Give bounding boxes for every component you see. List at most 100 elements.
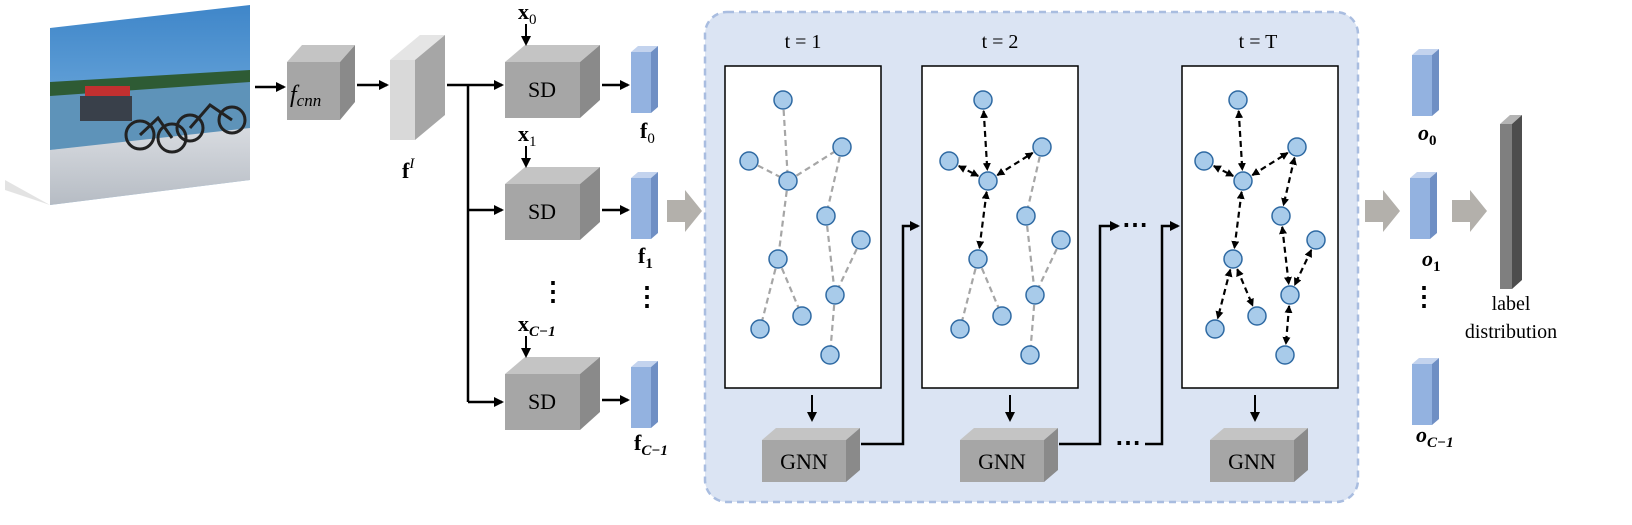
output-oc-main: o [1416,422,1427,447]
graph-edge-directed [1236,268,1254,307]
svg-text:fC−1: fC−1 [634,430,668,459]
feature-fc-sub: C−1 [641,443,668,459]
svg-text:f1: f1 [638,243,653,272]
graph-frame-tT [1181,65,1339,389]
big-arrow-into-gnn-panel [667,190,702,232]
timestep-label-2: t = 2 [982,31,1019,53]
graph-edge-undirected [787,146,843,182]
graph-edge-directed [957,165,980,177]
input-photo [5,5,250,205]
svg-text:oC−1: oC−1 [1416,422,1454,451]
graph-node [968,249,988,269]
svg-text:fI: fI [402,156,415,183]
graph-edge-undirected [776,258,804,317]
graph-node [1051,230,1071,250]
graph-node [1306,230,1326,250]
big-arrow-to-label-distribution [1452,190,1487,232]
output-oc-sub: C−1 [1427,435,1454,451]
graph-frame-t1 [724,65,882,389]
graph-edge-undirected [976,258,1004,317]
big-arrow-out-of-gnn-panel [1365,190,1400,232]
svg-text:x0: x0 [518,0,537,28]
output-o1-main: o [1422,246,1433,271]
graph-node [739,151,759,171]
svg-text:o0: o0 [1418,120,1437,149]
graph-node [1247,306,1267,326]
graph-node [820,345,840,365]
feature-f0-sub: 0 [647,131,655,147]
ellipsis-bottom: ⋯ [1115,428,1141,457]
graph-frame-t2 [921,65,1079,389]
feature-bar-0 [631,46,658,113]
gnn-label: GNN [978,449,1026,474]
graph-snapshot-2 [939,90,1071,365]
feature-bar-1 [631,172,658,239]
graph-edge-undirected [834,239,862,296]
output-o1-sub: 1 [1433,259,1441,275]
graph-node [973,90,993,110]
timestep-label-1: t = 1 [785,31,822,53]
graph-node [978,171,998,191]
output-bar-0 [1412,49,1439,116]
input-x1-sub: 1 [529,134,537,150]
vertical-ellipsis-sd: ⋮ [540,277,566,306]
graph-edge-undirected [1024,215,1037,296]
svg-text:o1: o1 [1422,246,1441,275]
graph-edge-directed [1281,156,1297,207]
gnn-label: GNN [1228,449,1276,474]
output-bar-1 [1410,172,1437,239]
input-xc-main: x [518,311,529,336]
graph-edge-undirected [1024,146,1044,217]
graph-node [1228,90,1248,110]
sd-label: SD [528,389,556,414]
graph-node [1271,206,1291,226]
feature-bar-c-1 [631,361,658,428]
sd-block-1: SD [505,167,600,240]
graph-node [768,249,788,269]
vertical-ellipsis-features: ⋮ [634,282,660,311]
svg-text:fcnn: fcnn [290,82,321,110]
graph-edge-directed [1282,304,1293,346]
input-xc-sub: C−1 [529,324,556,340]
ellipsis-top: ⋯ [1122,210,1148,239]
graph-node [778,171,798,191]
graph-edge-undirected [958,258,980,330]
input-x0-sub: 0 [529,12,537,28]
arrow-gnn2-onward [1059,221,1120,446]
sd-block-c-1: SD [505,357,600,430]
arrow-gnn1-to-graph2 [861,221,920,446]
fi-label-sup: I [408,156,415,172]
graph-node [792,306,812,326]
feature-f1-sub: 1 [645,256,653,272]
graph-edge-directed [1293,249,1313,286]
label-distribution-bar [1500,115,1522,289]
graph-edge-undirected [824,215,837,296]
output-o0-sub: 0 [1429,133,1437,149]
input-x0-main: x [518,0,529,24]
graph-snapshot-3 [1194,90,1326,365]
graph-node [1233,171,1253,191]
graph-node [1194,151,1214,171]
svg-text:f0: f0 [640,118,655,147]
graph-edge-undirected [824,146,844,217]
fcnn-label-main: f [290,82,300,108]
fcnn-label-sub: cnn [297,91,322,110]
graph-node [1205,319,1225,339]
sd-label: SD [528,77,556,102]
graph-layer [739,90,1326,365]
graph-node [851,230,871,250]
arrow-into-graphT [1145,221,1180,446]
timestep-label-t: t = T [1239,31,1278,53]
feature-fc-main: f [634,430,642,455]
graph-edge-directed [1251,151,1289,177]
graph-edge-undirected [758,258,780,330]
graph-node [992,306,1012,326]
graph-edge-directed [1215,268,1233,320]
gnn-block-2: GNN [960,428,1058,482]
svg-text:x1: x1 [518,121,537,150]
sd-block-0: SD [505,45,600,118]
graph-edge-undirected [781,99,790,182]
graph-edge-directed [1212,165,1235,177]
output-o0-main: o [1418,120,1429,145]
